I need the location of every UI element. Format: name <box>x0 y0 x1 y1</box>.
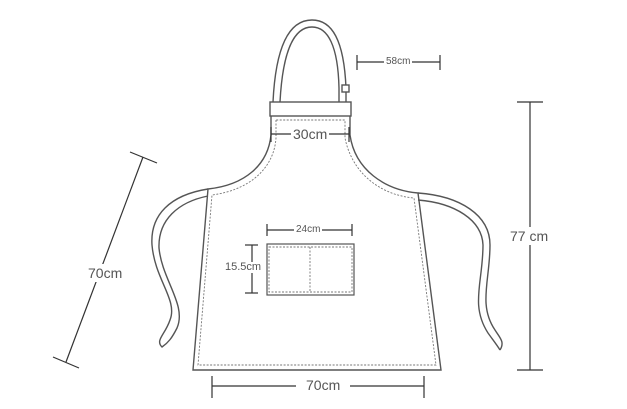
pocket-width-label: 24cm <box>294 224 323 235</box>
stitching <box>197 119 437 366</box>
length-label: 77 cm <box>508 227 551 245</box>
right-tie <box>417 192 503 351</box>
strap-buckle <box>341 84 350 93</box>
neck-strap <box>272 19 347 103</box>
neck-strap-label: 58cm <box>384 56 413 67</box>
tie-length-label: 70cm <box>86 264 125 282</box>
left-tie <box>151 188 209 348</box>
pocket-stitching <box>268 246 353 293</box>
bottom-width-label: 70cm <box>296 378 351 392</box>
apron-body <box>192 116 442 371</box>
top-width-label: 30cm <box>291 126 330 142</box>
pocket <box>266 243 355 296</box>
pocket-height-label: 15.5cm <box>224 261 263 273</box>
neck-band <box>269 101 352 117</box>
